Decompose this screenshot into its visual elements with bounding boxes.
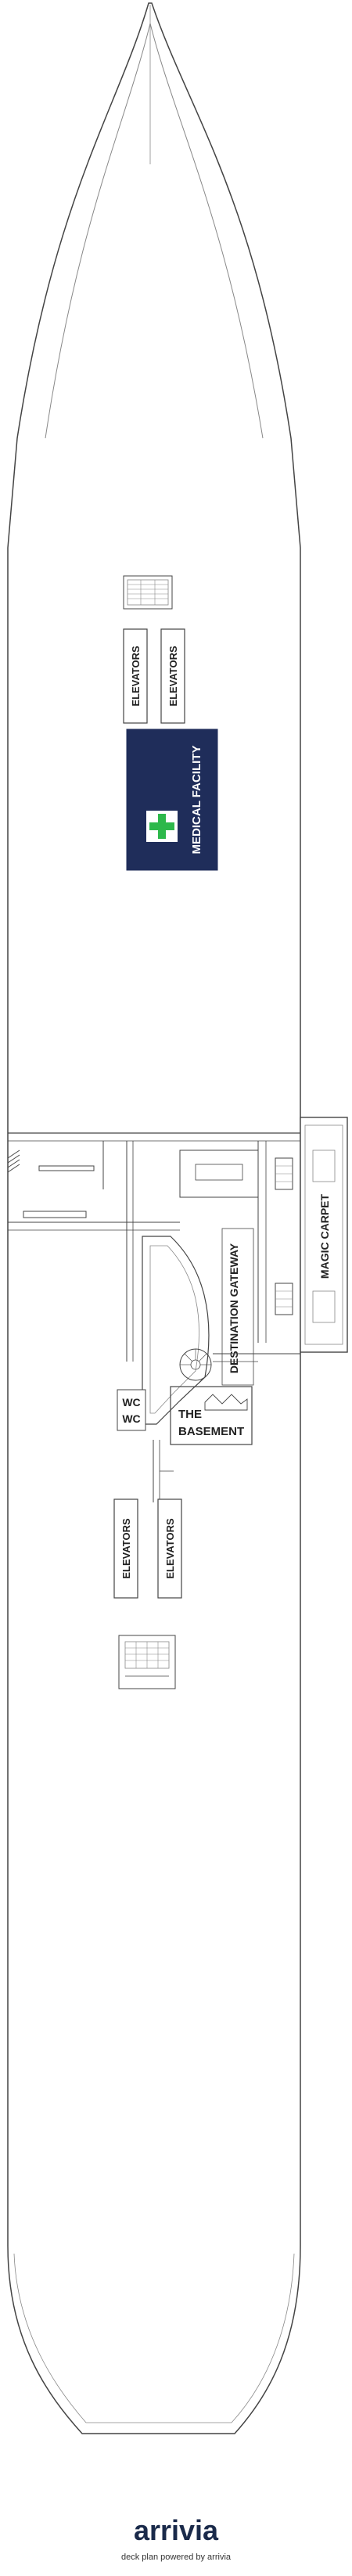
brand-tagline: deck plan powered by arrivia	[120, 2553, 232, 2562]
curved-lounge-inner	[149, 1245, 199, 1414]
forward-stairs	[123, 575, 173, 610]
curved-lounge-wall	[142, 1236, 210, 1425]
aft-elevators-right: ELEVATORS	[157, 1498, 182, 1599]
destination-gateway-label: DESTINATION GATEWAY	[228, 1243, 240, 1373]
aft-elevators-left: ELEVATORS	[113, 1498, 138, 1599]
medical-facility-label: MEDICAL FACILITY	[190, 746, 203, 854]
brand-name: arrivia	[134, 2514, 219, 2546]
the-basement-label-line2: BASEMENT	[178, 1425, 244, 1438]
spiral-staircase-icon	[179, 1348, 212, 1381]
elevators-label: ELEVATORS	[164, 1518, 176, 1579]
ship-hull	[7, 2, 301, 2434]
wc-label: WC	[122, 1412, 140, 1425]
medical-cross-icon	[146, 811, 178, 842]
medical-facility: MEDICAL FACILITY	[126, 729, 218, 871]
elevators-label: ELEVATORS	[120, 1518, 132, 1579]
bow-inner-line-right	[149, 23, 264, 439]
forward-elevators-left: ELEVATORS	[123, 628, 148, 724]
basement-bar-icon	[204, 1394, 248, 1411]
gateway-stairs	[275, 1157, 293, 1315]
elevators-label: ELEVATORS	[167, 646, 179, 707]
midship-deck-lines	[7, 1132, 300, 1362]
magic-carpet: MAGIC CARPET	[300, 1117, 348, 1353]
magic-carpet-label: MAGIC CARPET	[318, 1194, 331, 1279]
the-basement-label-line1: THE	[178, 1408, 202, 1421]
stern-inner-line	[13, 2253, 295, 2423]
wc-label: WC	[122, 1396, 140, 1409]
the-basement: THE BASEMENT	[170, 1386, 253, 1445]
wc-block: WC WC	[117, 1389, 146, 1431]
aft-corridor-lines	[153, 1440, 174, 1502]
destination-gateway: DESTINATION GATEWAY	[221, 1228, 254, 1386]
bow-inner-line	[45, 23, 151, 439]
elevators-label: ELEVATORS	[130, 646, 142, 707]
arrivia-logo: arrivia	[134, 2514, 219, 2546]
forward-elevators-right: ELEVATORS	[160, 628, 185, 724]
aft-stairs	[118, 1635, 176, 1689]
